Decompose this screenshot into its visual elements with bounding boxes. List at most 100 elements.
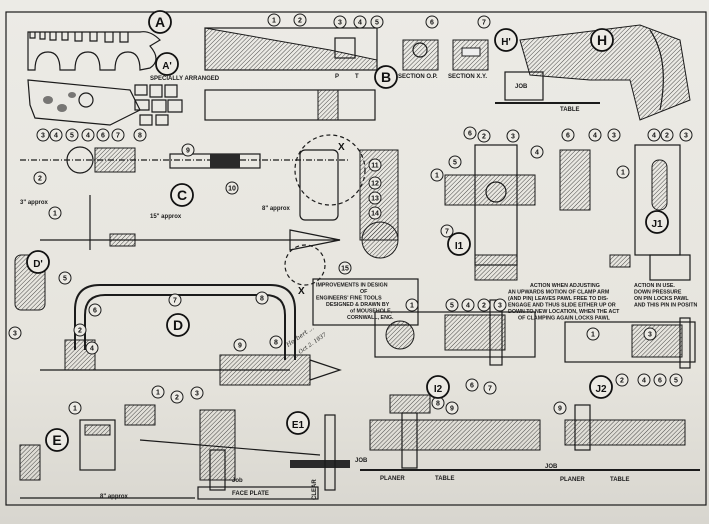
section-letter-label: I1 <box>455 241 464 252</box>
dim-15-label: 15" approx <box>150 214 182 220</box>
callout-label: 5 <box>674 378 678 385</box>
assembly-j1 <box>634 144 691 281</box>
callout-number: 3 <box>8 326 22 340</box>
callout-label: 7 <box>488 386 492 393</box>
planer-j2-label: PLANER <box>560 477 585 483</box>
section-letter-label: A <box>155 14 165 30</box>
callout-label: 5 <box>375 20 379 27</box>
section-letter-label: D <box>173 317 183 333</box>
assembly-j2 <box>545 317 700 471</box>
callout-label: 3 <box>648 332 652 339</box>
callout-number: 8 <box>133 128 147 142</box>
section-letter-label: B <box>381 69 391 85</box>
callout-number: 5 <box>669 373 683 387</box>
title-line-6: CORNWALL, ENG. <box>347 315 394 321</box>
callout-label: 4 <box>593 133 597 140</box>
callout-number: 2 <box>477 129 491 143</box>
section-letter-label: A' <box>162 61 172 72</box>
callout-number: 1 <box>267 13 281 27</box>
assembly-d <box>14 244 342 386</box>
callout-label: 4 <box>54 133 58 140</box>
callout-label: 5 <box>70 133 74 140</box>
callout-label: 1 <box>73 406 77 413</box>
callout-label: 3 <box>41 133 45 140</box>
callout-number: 15 <box>338 261 352 275</box>
section-xy-label: SECTION X.Y. <box>448 74 487 80</box>
section-letter: B <box>374 65 398 89</box>
callout-number: 4 <box>530 145 544 159</box>
callout-label: 8 <box>274 340 278 347</box>
callout-number: 1 <box>48 206 62 220</box>
callout-number: 5 <box>448 155 462 169</box>
callout-label: 6 <box>566 133 570 140</box>
callout-label: 4 <box>86 133 90 140</box>
callout-number: 1 <box>430 168 444 182</box>
callout-number: 7 <box>168 293 182 307</box>
callout-label: 4 <box>358 20 362 27</box>
specially-arranged-label: SPECIALLY ARRANGED <box>150 76 220 82</box>
callout-number: 5 <box>445 298 459 312</box>
callout-label: 1 <box>156 390 160 397</box>
assembly-c <box>20 134 399 259</box>
callout-number: 1 <box>68 401 82 415</box>
callout-number: 9 <box>553 401 567 415</box>
callout-label: 9 <box>186 148 190 155</box>
section-letter-label: E1 <box>292 420 305 431</box>
x-mark-d: X <box>298 286 305 297</box>
callout-number: 13 <box>368 191 382 205</box>
callout-label: 4 <box>652 133 656 140</box>
callout-number: 3 <box>36 128 50 142</box>
note-in-use-line: ON PIN LOCKS PAWL <box>634 296 689 302</box>
callout-number: 2 <box>615 373 629 387</box>
callout-number: 5 <box>58 271 72 285</box>
note-adjusting-line: ENGAGE AND THUS SLIDE EITHER UP OR <box>508 303 616 309</box>
title-line-3: ENGINEERS' FINE TOOLS <box>316 296 382 302</box>
callout-label: 1 <box>410 303 414 310</box>
callout-number: 2 <box>73 323 87 337</box>
callout-label: 7 <box>482 20 486 27</box>
callout-label: 2 <box>620 378 624 385</box>
callout-number: 11 <box>368 158 382 172</box>
callout-label: 3 <box>13 331 17 338</box>
callout-label: 4 <box>90 346 94 353</box>
note-adjusting-line: AN UPWARDS MOTION OF CLAMP ARM <box>508 290 610 296</box>
callout-label: 11 <box>371 163 379 170</box>
callout-number: 4 <box>637 373 651 387</box>
dim-3-label: 3" approx <box>20 200 49 206</box>
section-letter: H' <box>494 28 518 52</box>
callout-number: 7 <box>483 381 497 395</box>
section-letter-label: C <box>177 187 187 203</box>
section-letter: E1 <box>286 411 310 435</box>
callout-number: 2 <box>293 13 307 27</box>
callout-label: 9 <box>558 406 562 413</box>
callout-label: 2 <box>78 328 82 335</box>
callout-label: 2 <box>482 303 486 310</box>
callout-number: 1 <box>586 327 600 341</box>
x-mark-c: X <box>338 142 345 153</box>
callout-label: 2 <box>298 18 302 25</box>
section-letter: H <box>590 28 614 52</box>
callout-label: 8 <box>436 401 440 408</box>
callout-number: 8 <box>269 335 283 349</box>
callout-label: 1 <box>435 173 439 180</box>
dim-8c-label: 8" approx <box>262 206 291 212</box>
callout-label: 13 <box>371 196 379 203</box>
callout-number: 4 <box>81 128 95 142</box>
section-letter: A' <box>155 52 179 76</box>
callout-number: 9 <box>233 338 247 352</box>
note-in-use-line: ACTION IN USE. <box>634 283 675 289</box>
callout-number: 3 <box>607 128 621 142</box>
assembly-i1 <box>444 144 631 281</box>
section-letter-label: H' <box>501 37 511 48</box>
callout-number: 5 <box>65 128 79 142</box>
job-j2-label: JOB <box>545 464 558 470</box>
part-b <box>204 27 489 121</box>
title-line-4: DESIGNED & DRAWN BY <box>326 302 390 308</box>
callout-label: 6 <box>658 378 662 385</box>
callout-number: 12 <box>368 176 382 190</box>
callout-number: 7 <box>111 128 125 142</box>
callout-label: 3 <box>612 133 616 140</box>
callout-label: 7 <box>173 298 177 305</box>
callout-label: 3 <box>511 134 515 141</box>
